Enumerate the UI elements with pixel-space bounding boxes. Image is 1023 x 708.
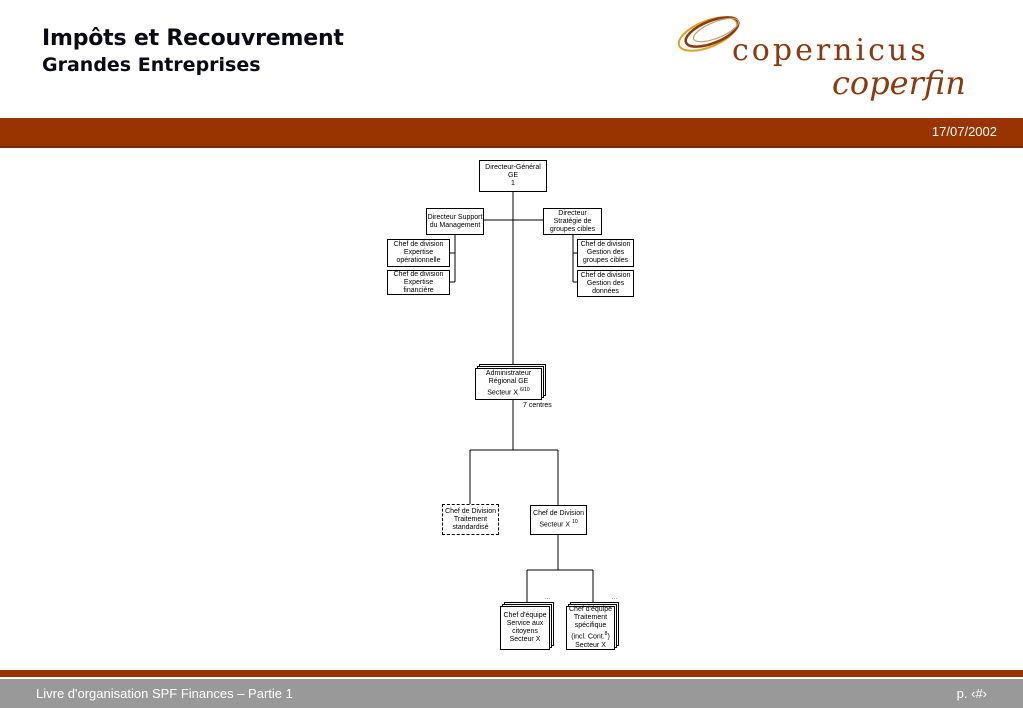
box-cd-expertise-financiere-label: Chef de division Expertise financière: [393, 270, 444, 294]
footer: Livre d'organisation SPF Finances – Part…: [0, 679, 1023, 708]
box-cd-expertise-operationnelle-label: Chef de division Expertise opérationnell…: [393, 241, 444, 264]
box-cd-expertise-financiere: Chef de division Expertise financière: [387, 270, 450, 295]
box-directeur-support: Directeur Support du Management: [426, 208, 484, 235]
box-directeur-support-label: Directeur Support du Management: [427, 213, 483, 229]
ellipsis-traitement: …: [611, 594, 618, 601]
logo-text-copernicus: copernicus: [732, 33, 929, 68]
ellipsis-service: …: [544, 594, 551, 601]
header-band: 17/07/2002: [0, 118, 1023, 148]
box-cd-traitement-standardise: Chef de Division Traitement standardisé: [442, 504, 499, 535]
box-ce-service-citoyens: Chef d'équipe Service aux citoyens Secte…: [500, 606, 550, 650]
box-ce-service-citoyens-label: Chef d'équipe Service aux citoyens Secte…: [503, 612, 547, 643]
logo-text-coperfin: coperfin: [832, 64, 966, 102]
footer-accent-line: [0, 670, 1023, 677]
box-cd-traitement-standardise-label: Chef de Division Traitement standardisé: [445, 507, 496, 531]
box-ce-traitement-specifique: Chef d'équipe Traitement spécifique(incl…: [566, 606, 615, 650]
title-line-2: Grandes Entreprises: [42, 54, 261, 76]
footer-text: Livre d'organisation SPF Finances – Part…: [36, 686, 293, 701]
box-cd-gestion-donnees: Chef de division Gestion des données: [577, 270, 634, 297]
box-directeur-strategie: Directeur Stratégie de groupes cibles: [543, 208, 602, 235]
box-ce-traitement-specifique-label: Chef d'équipe Traitement spécifique(incl…: [569, 606, 612, 649]
page-title: Impôts et Recouvrement Grandes Entrepris…: [42, 26, 344, 76]
copernicus-coperfin-logo: copernicus coperfin: [677, 16, 966, 102]
box-cd-gestion-groupes-label: Chef de division Gestion des groupes cib…: [580, 241, 631, 264]
box-cd-gestion-donnees-label: Chef de division Gestion des données: [580, 271, 631, 295]
page-number: p. ‹#›: [956, 686, 987, 701]
box-cd-expertise-operationnelle: Chef de division Expertise opérationnell…: [387, 239, 450, 267]
box-directeur-strategie-label: Directeur Stratégie de groupes cibles: [549, 209, 596, 233]
centres-note: 7 centres: [523, 402, 552, 409]
box-cd-gestion-groupes: Chef de division Gestion des groupes cib…: [577, 239, 634, 267]
title-line-1: Impôts et Recouvrement: [42, 26, 344, 51]
date-label: 17/07/2002: [931, 124, 997, 139]
